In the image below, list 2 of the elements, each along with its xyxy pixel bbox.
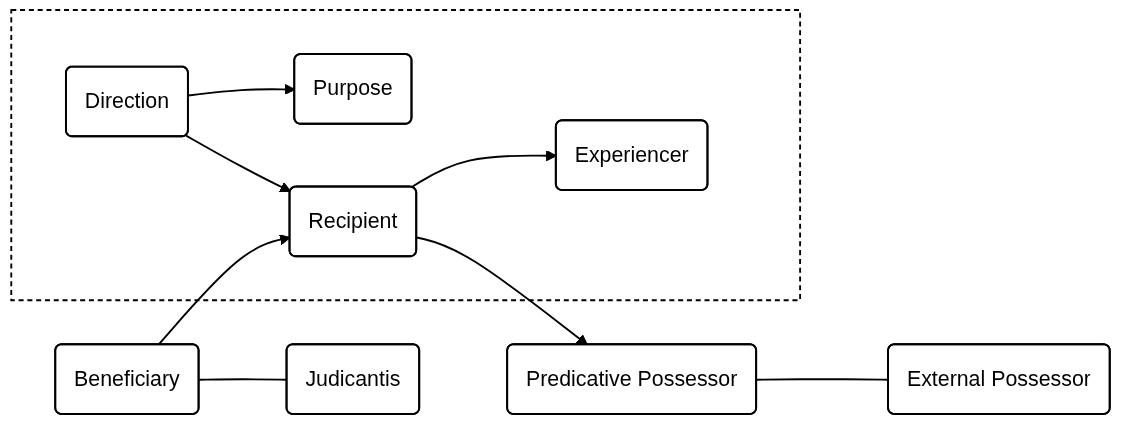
arrow xyxy=(185,134,291,192)
cluster xyxy=(10,9,802,302)
